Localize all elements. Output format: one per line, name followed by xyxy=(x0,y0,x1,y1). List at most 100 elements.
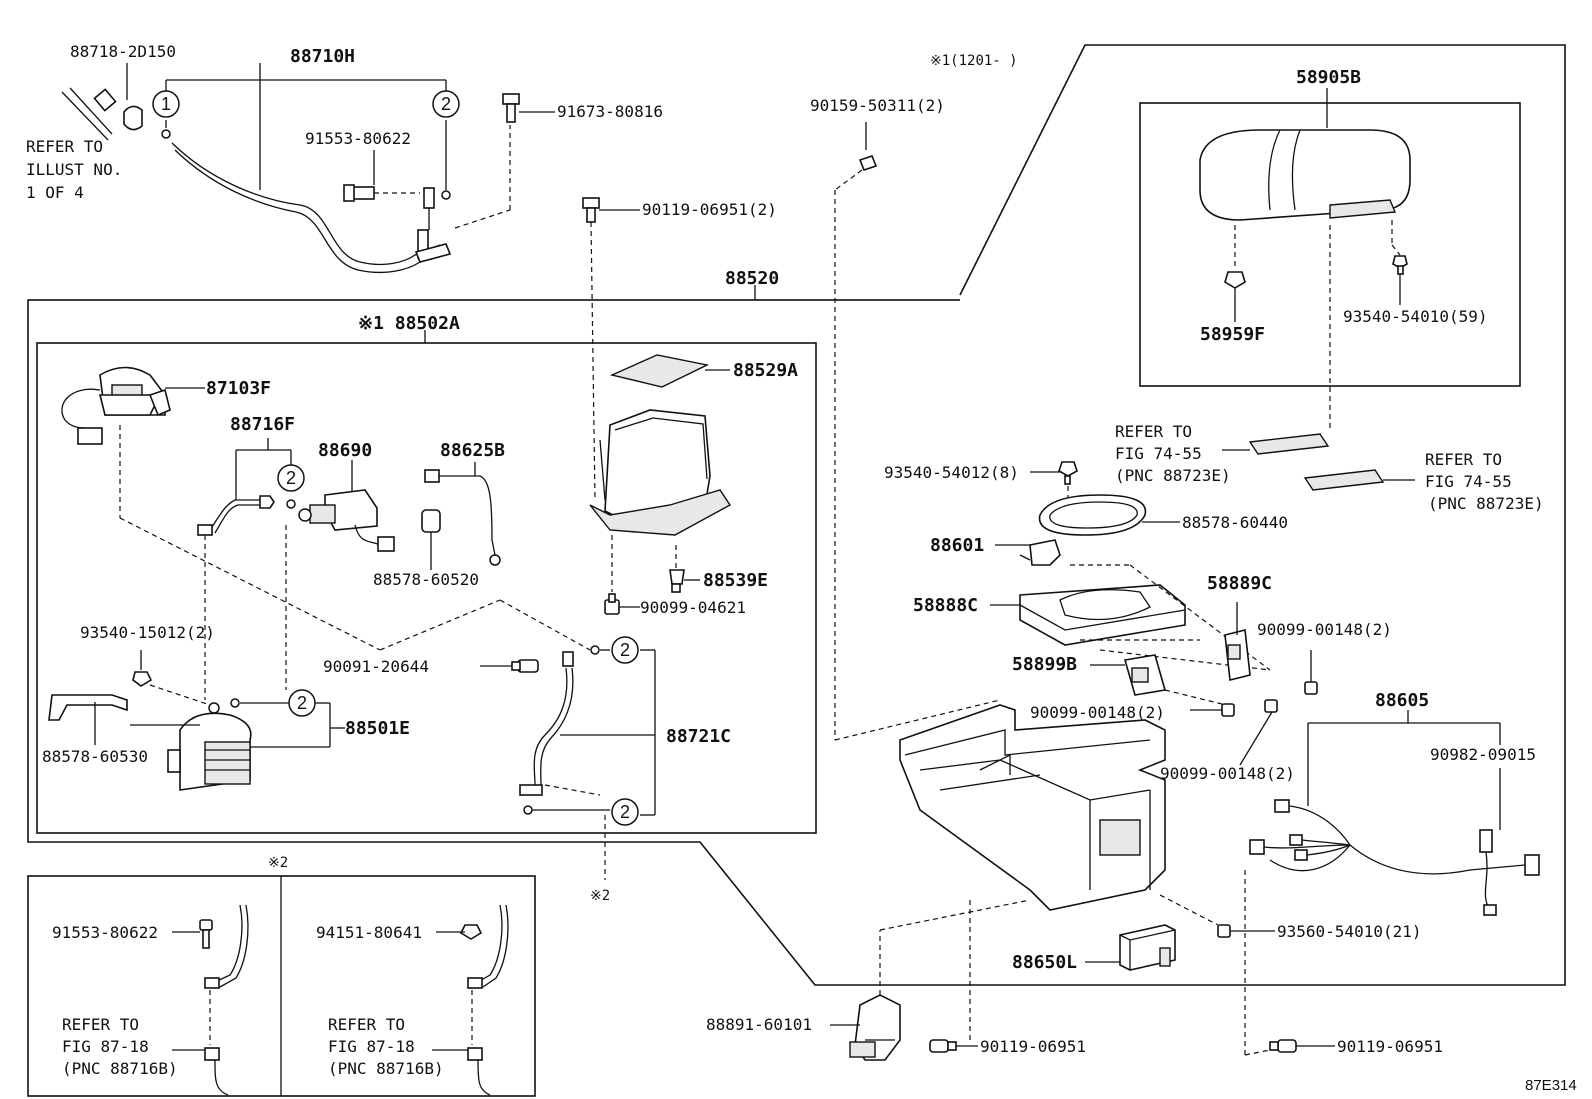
label-88578-60520: 88578-60520 xyxy=(373,570,479,589)
bolt-90119-top xyxy=(582,197,600,223)
clip-93540-15012 xyxy=(132,671,153,687)
label-88710H: 88710H xyxy=(290,46,355,67)
clip-93540-54012 xyxy=(1058,461,1078,485)
console-body xyxy=(899,704,1166,911)
label-91553-80622-top: 91553-80622 xyxy=(305,129,411,148)
label-refer-fig-b1: REFER TO xyxy=(1425,450,1502,469)
label-88520: 88520 xyxy=(725,268,779,289)
bolt-90091 xyxy=(511,659,539,673)
label-88601: 88601 xyxy=(930,535,984,556)
label-note2-mid: ※2 xyxy=(590,888,610,904)
callout-2-top xyxy=(432,90,460,118)
part-88601 xyxy=(1019,539,1061,566)
part-58899B xyxy=(1123,654,1167,696)
label-93540-54010: 93540-54010(59) xyxy=(1343,307,1488,326)
label-94151-80641: 94151-80641 xyxy=(316,923,422,942)
callout-1 xyxy=(152,90,180,118)
part-88650L xyxy=(1119,924,1176,971)
frame-88520 xyxy=(27,44,1566,986)
callout-2-text: 2 xyxy=(441,94,451,114)
screw-90099-00148-a xyxy=(1304,681,1318,695)
label-58959F: 58959F xyxy=(1200,324,1265,345)
label-88578-60530: 88578-60530 xyxy=(42,747,148,766)
part-88690 xyxy=(298,489,395,552)
part-88891 xyxy=(849,994,901,1061)
callout-2-text-b: 2 xyxy=(286,468,296,488)
frame-58905B xyxy=(1139,102,1521,387)
label-88718-2D150: 88718-2D150 xyxy=(70,42,176,61)
clip-58959F xyxy=(1224,271,1246,289)
clip-93540-54010 xyxy=(1392,255,1408,275)
bolt-91673 xyxy=(502,93,520,123)
label-87103F: 87103F xyxy=(206,378,271,399)
label-refer-87b1: REFER TO xyxy=(328,1015,405,1034)
label-refer-illust-2: ILLUST NO. xyxy=(26,160,122,179)
part-88529A xyxy=(609,354,710,388)
label-90099-00148-c: 90099-00148(2) xyxy=(1160,764,1295,783)
label-88690: 88690 xyxy=(318,440,372,461)
bolt-90119-bottom-b xyxy=(1269,1039,1297,1053)
part-58905B xyxy=(1199,129,1411,221)
frame-88502A xyxy=(36,342,817,834)
label-58889C: 58889C xyxy=(1207,573,1272,594)
part-88716F xyxy=(197,495,296,536)
part-88539E xyxy=(669,569,685,593)
label-91673-80816: 91673-80816 xyxy=(557,102,663,121)
illustration-code: 87E314 xyxy=(1525,1077,1577,1094)
inset-right xyxy=(459,904,509,1096)
label-refer-fig-a1: REFER TO xyxy=(1115,422,1192,441)
screw-90099-00148-b xyxy=(1221,703,1235,717)
part-88625B xyxy=(424,469,501,566)
label-93540-15012: 93540-15012(2) xyxy=(80,623,215,642)
part-88578-60530 xyxy=(48,694,128,721)
cable-88710H xyxy=(61,87,452,274)
part-87103F xyxy=(61,366,171,445)
callout-2-text-d: 2 xyxy=(620,640,630,660)
callout-2-88501E xyxy=(288,689,316,717)
label-88501E: 88501E xyxy=(345,718,410,739)
label-refer-fig-b3: (PNC 88723E) xyxy=(1428,494,1544,513)
label-58905B: 58905B xyxy=(1296,67,1361,88)
label-58899B: 58899B xyxy=(1012,654,1077,675)
label-note2-top: ※2 xyxy=(268,855,288,871)
label-93540-54012: 93540-54012(8) xyxy=(884,463,1019,482)
ring-88578-60440 xyxy=(1038,494,1147,536)
label-90982-09015: 90982-09015 xyxy=(1430,745,1536,764)
label-90099-00148-b: 90099-00148(2) xyxy=(1030,703,1165,722)
label-90119-06951-b: 90119-06951 xyxy=(1337,1037,1443,1056)
label-88625B: 88625B xyxy=(440,440,505,461)
label-88502A: ※1 88502A xyxy=(358,313,460,334)
label-90119-06951-a: 90119-06951 xyxy=(980,1037,1086,1056)
label-90119-06951-2: 90119-06951(2) xyxy=(642,200,777,219)
label-88650L: 88650L xyxy=(1012,952,1077,973)
callout-1-text: 1 xyxy=(161,94,171,114)
clip-90159 xyxy=(858,155,878,171)
label-refer-87a1: REFER TO xyxy=(62,1015,139,1034)
part-58889C xyxy=(1224,629,1251,681)
callout-2-text-c: 2 xyxy=(297,693,307,713)
label-refer-87b2: FIG 87-18 xyxy=(328,1037,415,1056)
label-90099-04621: 90099-04621 xyxy=(640,598,746,617)
label-88721C: 88721C xyxy=(666,726,731,747)
label-refer-illust-3: 1 OF 4 xyxy=(26,183,84,202)
label-90159-50311: 90159-50311(2) xyxy=(810,96,945,115)
inset-left xyxy=(199,904,249,1096)
screw-90099-04621 xyxy=(604,593,620,615)
bolt-90119-bottom-a xyxy=(929,1039,957,1053)
label-58888C: 58888C xyxy=(913,595,978,616)
label-note1-top: ※1(1201- ) xyxy=(930,53,1018,69)
label-88716F: 88716F xyxy=(230,414,295,435)
label-refer-fig-a2: FIG 74-55 xyxy=(1115,444,1202,463)
cable-88721C xyxy=(519,645,600,815)
label-refer-illust-1: REFER TO xyxy=(26,137,103,156)
label-88529A: 88529A xyxy=(733,360,798,381)
harness-88605 xyxy=(1249,799,1540,916)
label-91553-80622-inset: 91553-80622 xyxy=(52,923,158,942)
part-58888C xyxy=(1019,584,1186,646)
label-refer-87a3: (PNC 88716B) xyxy=(62,1059,178,1078)
label-refer-fig-a3: (PNC 88723E) xyxy=(1115,466,1231,485)
part-88520-holder xyxy=(589,409,732,536)
label-93560-54010: 93560-54010(21) xyxy=(1277,922,1422,941)
callout-2-88716F xyxy=(277,464,305,492)
